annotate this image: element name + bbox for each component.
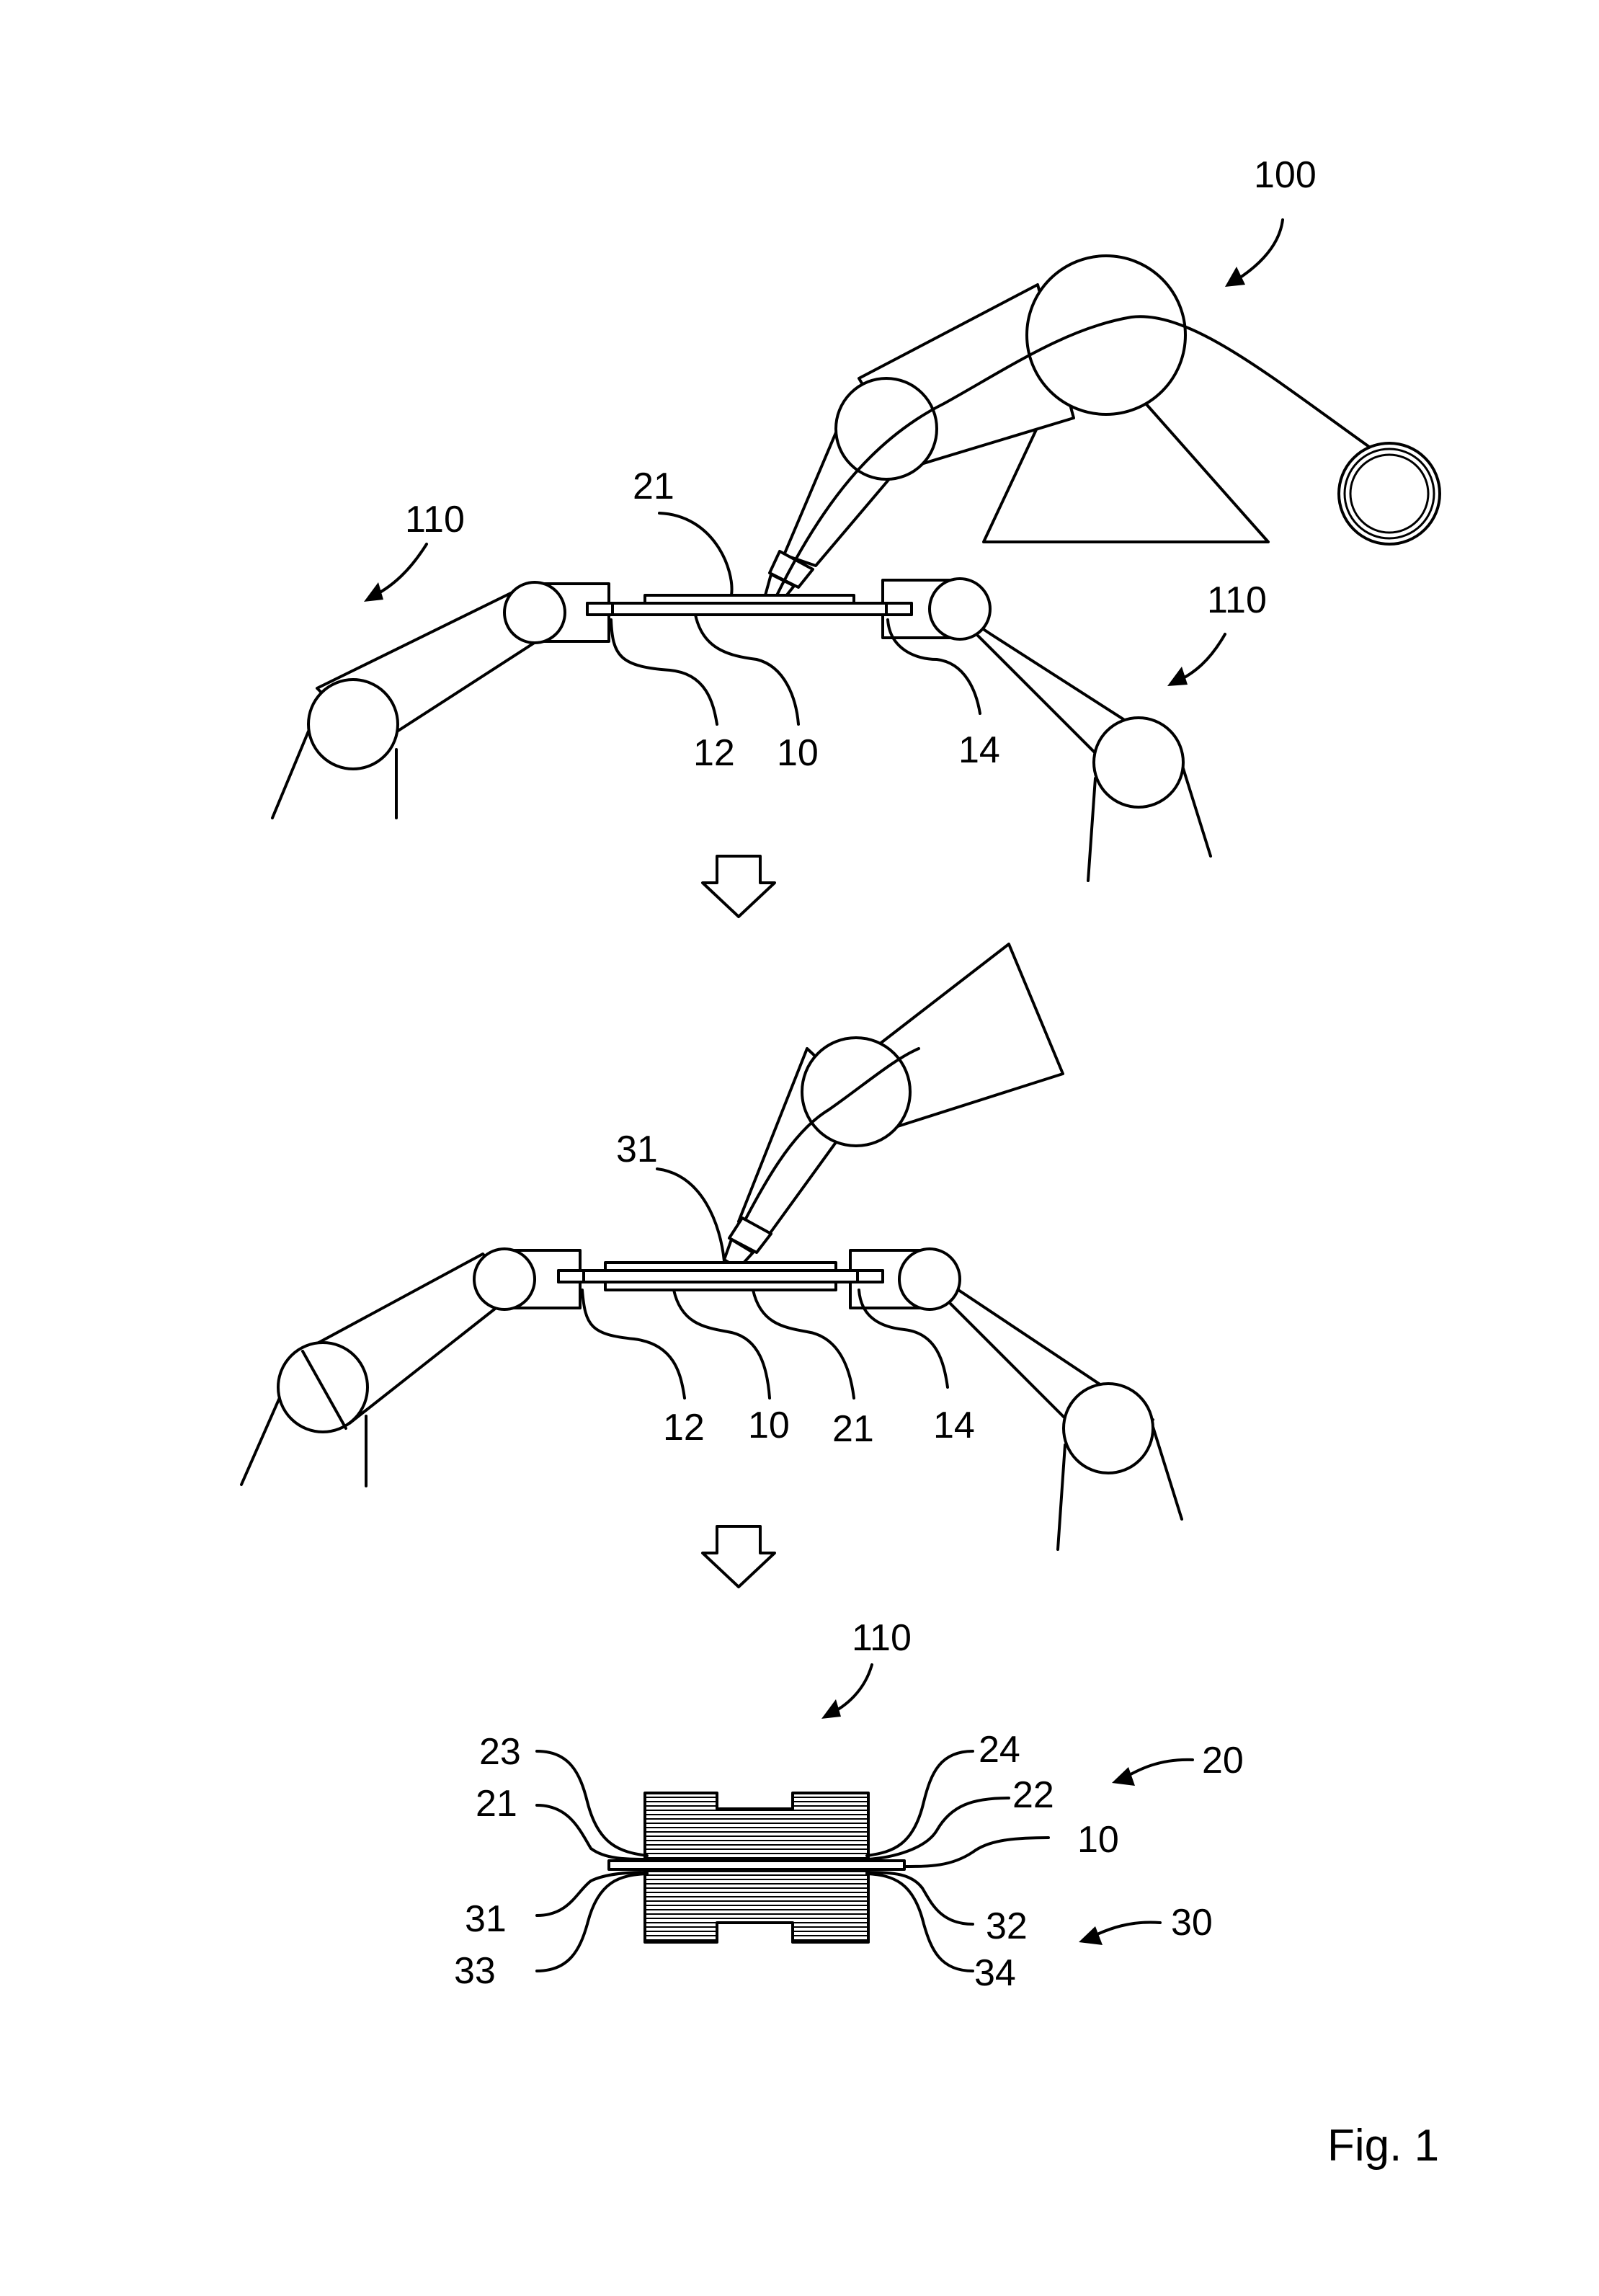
process-arrow-2 — [701, 1525, 776, 1588]
substrate-10-mid — [557, 1269, 884, 1283]
label-32: 32 — [986, 1905, 1028, 1947]
gripper-12-jaw-mid — [557, 1269, 585, 1283]
label-12-mid: 12 — [663, 1407, 705, 1449]
label-31-mid: 31 — [616, 1129, 658, 1170]
handler-right-leg — [1152, 1425, 1183, 1521]
leader-21-stack — [535, 1804, 649, 1861]
leader-34 — [865, 1872, 974, 1972]
robot-shoulder-joint — [1025, 254, 1187, 416]
robot-elbow-joint — [834, 377, 938, 481]
leader-10-mid — [672, 1289, 771, 1400]
label-110-bottom: 110 — [852, 1617, 912, 1659]
label-21-stack: 21 — [476, 1783, 517, 1825]
label-110-right: 110 — [1207, 579, 1267, 621]
leader-14-top — [886, 618, 981, 715]
leader-31-stack — [535, 1871, 649, 1917]
leader-21-top — [658, 512, 734, 597]
leader-10-top — [694, 613, 800, 726]
gripper-14-jaw-mid — [856, 1269, 884, 1283]
label-14-top: 14 — [958, 729, 1000, 771]
process-arrow-1 — [701, 855, 776, 918]
layer-21-top — [643, 594, 855, 605]
handler-right-mid — [849, 1247, 1183, 1551]
leader-14-mid — [858, 1289, 949, 1389]
robot-100 — [764, 254, 1441, 605]
label-14-mid: 14 — [933, 1405, 975, 1446]
gripper-14-jaw — [885, 602, 913, 616]
leader-21-mid — [752, 1289, 855, 1400]
handler-right-top — [881, 577, 1212, 882]
label-100: 100 — [1254, 154, 1317, 196]
label-20: 20 — [1202, 1740, 1244, 1781]
handler-right-wrist-joint — [898, 1247, 961, 1311]
stack-30-layers — [646, 1874, 867, 1941]
leader-32 — [865, 1871, 974, 1926]
gripper-12-jaw — [586, 602, 614, 616]
label-33: 33 — [454, 1950, 496, 1992]
leader-31-mid — [656, 1167, 726, 1263]
robot-feed-line — [774, 315, 1371, 600]
figure-caption: Fig. 1 — [1327, 2121, 1439, 2171]
label-12-top: 12 — [693, 732, 735, 774]
leader-110-right-arrowhead — [1167, 667, 1188, 686]
leader-100-arrowhead — [1225, 267, 1245, 287]
leader-20-arrowhead — [1112, 1767, 1135, 1786]
handler-right-wrist-joint — [928, 577, 992, 641]
label-10-top: 10 — [777, 732, 819, 774]
wire-spool-outer — [1337, 442, 1441, 546]
wire-spool-inner — [1349, 453, 1430, 534]
handler-right-leg — [1087, 777, 1097, 882]
handler-left-base-joint — [307, 678, 399, 770]
leader-33 — [535, 1872, 649, 1972]
label-24: 24 — [979, 1729, 1020, 1771]
leader-22 — [865, 1797, 1010, 1861]
label-30: 30 — [1171, 1902, 1213, 1944]
label-21-mid: 21 — [832, 1408, 874, 1450]
label-21-top: 21 — [633, 466, 674, 507]
substrate-10-top — [586, 602, 913, 616]
label-23: 23 — [479, 1731, 521, 1773]
leader-24 — [865, 1750, 974, 1857]
label-110-left: 110 — [405, 499, 465, 540]
leader-110-left-arrowhead — [364, 582, 383, 602]
wire-spool-mid — [1343, 448, 1435, 540]
handler-left-wrist-joint — [473, 1247, 536, 1311]
handler-right-base-joint — [1062, 1382, 1154, 1474]
handler-left-leg — [271, 726, 311, 819]
layer-21-mid — [604, 1281, 837, 1291]
leader-30-arrowhead — [1079, 1926, 1103, 1945]
stack-20-layers — [646, 1797, 867, 1859]
handler-left-wrist-joint — [503, 581, 566, 644]
robot-tool-mid — [728, 1216, 772, 1254]
label-31-stack: 31 — [465, 1898, 507, 1940]
leader-10-stack — [903, 1836, 1050, 1868]
label-22: 22 — [1012, 1774, 1054, 1816]
handler-left-leg — [240, 1393, 282, 1486]
panel-3: 110 23 21 31 33 24 22 10 32 34 20 — [454, 1617, 1244, 1994]
leader-110-bottom-arrowhead — [821, 1699, 841, 1719]
panel-1: 100 110 110 21 12 10 14 — [271, 154, 1441, 882]
leader-23 — [535, 1750, 649, 1857]
label-10-mid: 10 — [748, 1405, 790, 1446]
panel-2: 31 12 10 21 14 — [240, 943, 1183, 1551]
layer-31-mid — [604, 1261, 837, 1272]
handler-left-base-edge — [301, 1350, 347, 1430]
stack-substrate-10 — [607, 1859, 906, 1871]
handler-left-mid — [240, 1247, 582, 1487]
label-10-stack: 10 — [1077, 1819, 1119, 1861]
label-34: 34 — [974, 1952, 1016, 1994]
handler-right-leg — [1056, 1443, 1066, 1551]
leader-12-top — [610, 618, 718, 726]
handler-right-base-joint — [1092, 716, 1185, 809]
leader-12-mid — [581, 1289, 686, 1400]
robot-joint-mid — [801, 1036, 912, 1147]
handler-left-top — [271, 581, 610, 819]
handler-right-leg — [1180, 762, 1212, 858]
robot-feed-line-mid — [730, 1047, 920, 1248]
